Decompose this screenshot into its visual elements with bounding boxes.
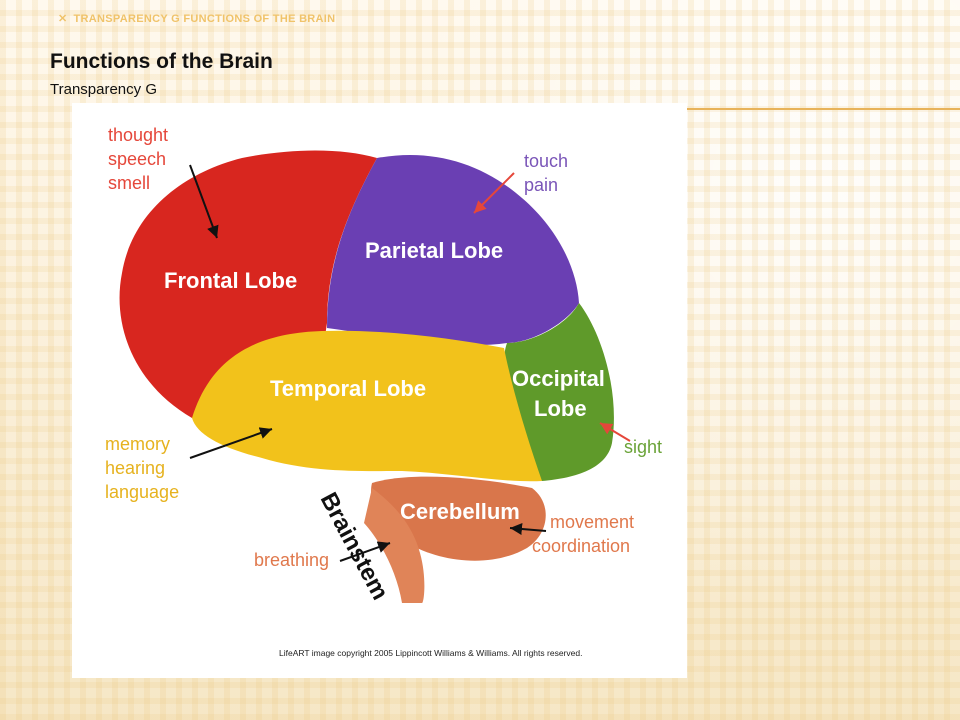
brain-illustration: Frontal Lobe Parietal Lobe Temporal Lobe… (105, 125, 662, 658)
function-speech: speech (108, 149, 166, 169)
cerebellum-label: Cerebellum (400, 499, 520, 524)
slide-header-text: TRANSPARENCY G FUNCTIONS OF THE BRAIN (73, 13, 336, 25)
function-coordination: coordination (532, 536, 630, 556)
cerebellum-functions: movement coordination (532, 512, 634, 556)
parietal-functions: touch pain (524, 151, 568, 195)
occipital-lobe-label-line2: Lobe (534, 396, 587, 421)
arrow-brainstem (339, 541, 391, 562)
function-breathing: breathing (254, 550, 329, 570)
function-thought: thought (108, 125, 168, 145)
function-pain: pain (524, 175, 558, 195)
arrow-occipital (599, 422, 631, 442)
function-smell: smell (108, 173, 150, 193)
occipital-lobe-shape (503, 303, 614, 481)
temporal-functions: memory hearing language (105, 434, 179, 502)
function-memory: memory (105, 434, 170, 454)
temporal-lobe-shape (192, 330, 542, 482)
brain-diagram: Frontal Lobe Parietal Lobe Temporal Lobe… (72, 103, 687, 678)
parietal-lobe-shape (327, 154, 579, 346)
function-language: language (105, 482, 179, 502)
slide-title: Functions of the Brain (50, 50, 273, 73)
arrow-temporal (189, 427, 273, 459)
parietal-lobe-label: Parietal Lobe (365, 238, 503, 263)
arrow-cerebellum (509, 523, 547, 535)
slide-subtitle: Transparency G (50, 81, 157, 98)
function-hearing: hearing (105, 458, 165, 478)
frontal-lobe-label: Frontal Lobe (164, 268, 297, 293)
temporal-lobe-label: Temporal Lobe (270, 376, 426, 401)
frontal-functions: thought speech smell (108, 125, 168, 193)
arrow-frontal (189, 164, 219, 239)
function-movement: movement (550, 512, 634, 532)
copyright-note: LifeART image copyright 2005 Lippincott … (279, 648, 582, 658)
bullet-x-icon: ✕ (58, 13, 68, 25)
brainstem-shape (364, 488, 425, 603)
arrow-parietal (473, 172, 515, 214)
function-touch: touch (524, 151, 568, 171)
function-sight: sight (624, 437, 662, 457)
title-divider (680, 108, 960, 110)
slide-header-small: ✕ TRANSPARENCY G FUNCTIONS OF THE BRAIN (58, 12, 335, 25)
occipital-lobe-label-line1: Occipital (512, 366, 605, 391)
